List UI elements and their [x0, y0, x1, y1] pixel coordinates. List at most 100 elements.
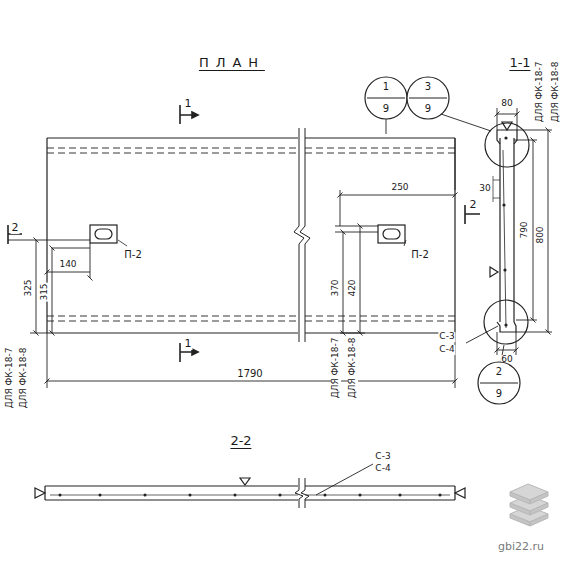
callout-circle: 29 [477, 361, 521, 405]
slab-section [234, 494, 237, 497]
slab-section [99, 494, 102, 497]
leader-line [438, 113, 491, 131]
panel-section [504, 136, 507, 139]
dimension-line [548, 130, 549, 332]
opening [118, 240, 406, 246]
section-title: 2-2 [230, 433, 251, 449]
note: ДЛЯ ФК-18-7 [331, 337, 341, 400]
section-mark: 1 [184, 338, 193, 350]
note: ДЛЯ ФК-18-8 [19, 347, 29, 410]
dimension-line [8, 138, 455, 388]
dimension-line [514, 140, 537, 320]
callout-circle: 19 [364, 76, 408, 120]
dimension-line [340, 333, 365, 334]
callout-divider [480, 383, 518, 384]
dimension: 315 [40, 282, 50, 301]
panel-plan [47, 148, 455, 321]
dimension-line [8, 240, 90, 333]
callout-number: 1 [364, 82, 408, 92]
panel-section [497, 130, 517, 144]
slab-section [59, 494, 62, 497]
section-mark [192, 112, 198, 118]
part-name: С-3 [374, 452, 391, 462]
dimension-line [493, 108, 552, 355]
slab-section [35, 488, 45, 498]
slab-section [279, 494, 282, 497]
slab-section [324, 494, 327, 497]
dimension-line [47, 243, 90, 278]
section-mark: 1 [184, 98, 193, 110]
section-title: 1-1 [509, 55, 530, 71]
part-name: С-4 [438, 345, 455, 355]
opening [383, 229, 400, 239]
note: ДЛЯ ФК-18-7 [535, 61, 545, 124]
part-name: П-2 [410, 249, 430, 260]
callout-number: 2 [477, 367, 521, 377]
dimension: 1790 [236, 368, 263, 379]
opening [90, 225, 117, 243]
part-name: П-2 [123, 249, 143, 260]
drawing-title: ПЛАН [199, 55, 265, 71]
dimension: 420 [348, 278, 358, 297]
dimension: 140 [58, 260, 77, 270]
dimension-line [47, 333, 455, 388]
slab-section [45, 486, 455, 500]
dimension-line [516, 130, 552, 332]
dimension-line [497, 108, 517, 130]
dimension-line [497, 114, 517, 115]
dimension: 30 [478, 184, 491, 194]
panel-section [484, 300, 528, 344]
section-mark [192, 349, 198, 355]
watermark-logo [510, 484, 548, 526]
note: ДЛЯ ФК-18-8 [348, 337, 358, 400]
callout-divider [367, 98, 405, 99]
callout-circle: 39 [406, 76, 450, 120]
watermark-logo [510, 492, 548, 504]
dimension-line [36, 240, 37, 333]
dimension-line [360, 226, 361, 333]
slab-section [50, 495, 450, 496]
dimension: 250 [390, 183, 409, 193]
section-mark: 2 [11, 222, 20, 234]
panel-section [503, 150, 506, 328]
opening [95, 229, 112, 239]
leader-line [466, 326, 498, 343]
callout-outline [407, 77, 449, 119]
dimension-line [497, 350, 516, 351]
dimension-line [340, 138, 455, 226]
callout-outline [478, 362, 520, 404]
panel-section [490, 267, 498, 277]
callout-number: 9 [477, 389, 521, 399]
leader-line [316, 113, 504, 495]
slab-section [189, 494, 192, 497]
leader-line [316, 464, 373, 495]
callout-number: 9 [364, 104, 408, 114]
section-mark [8, 105, 480, 362]
dimension: 370 [331, 278, 341, 297]
dimension-line [533, 140, 534, 320]
dimension-line [335, 226, 378, 232]
note: ДЛЯ ФК-18-8 [551, 61, 561, 124]
opening [378, 225, 405, 243]
panel-plan [47, 128, 455, 342]
dimension-line [52, 248, 53, 333]
slab-section [399, 494, 402, 497]
callout-number: 9 [406, 104, 450, 114]
panel-section [502, 136, 507, 326]
callout-divider [409, 98, 447, 99]
note: ДЛЯ ФК-18-7 [5, 347, 15, 410]
slab-section [295, 478, 309, 508]
panel-section [503, 268, 506, 271]
dimension-line [343, 232, 344, 333]
panel-plan [294, 128, 310, 342]
dimension-line [497, 332, 516, 355]
dimension-line [52, 248, 90, 249]
part-name: С-3 [438, 332, 455, 342]
panel-section [484, 122, 529, 344]
watermark: gbi22.ru [497, 541, 545, 553]
watermark-logo [510, 514, 548, 526]
dimension: 325 [24, 278, 34, 297]
